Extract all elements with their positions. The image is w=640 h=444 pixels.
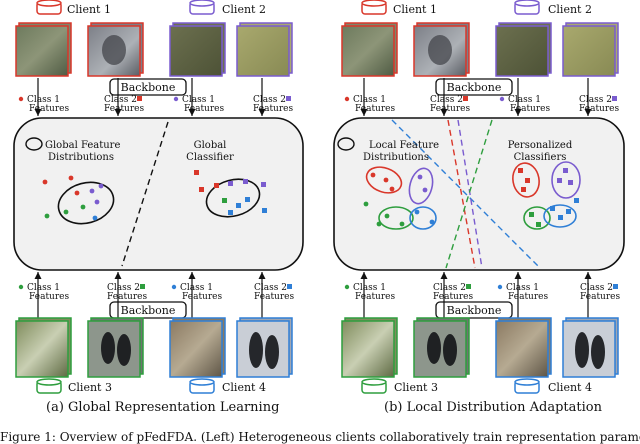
right-panel: Client 1 Client 2 Backbone Class 1 Featu…: [333, 0, 625, 394]
left-panel: Client 1 Client 2 Backbone C: [13, 0, 304, 394]
r-class1-bottom-l2: Features: [355, 292, 395, 302]
global-feature-points: [42, 175, 104, 221]
boundary-client2: [457, 119, 483, 269]
boundary-client4: [391, 119, 541, 269]
r-client1-db-icon: [361, 0, 387, 15]
class1-bottom-label-c4-l2: Features: [182, 292, 222, 302]
backbone-bottom-box: [109, 301, 187, 319]
global-classifier-boundary: [121, 121, 169, 267]
client4-db-icon: [189, 378, 215, 394]
r-client2-label: Client 2: [548, 3, 592, 16]
boundary-client1: [447, 119, 476, 269]
class1-top-label-l1: Class 1: [27, 95, 60, 105]
r-client3-label: Client 3: [394, 381, 438, 394]
personalized-classifier-clusters: [512, 161, 581, 230]
client4-image-stack: [169, 317, 293, 378]
class2-bottom-label-c4-l1: Class 2: [254, 283, 287, 293]
figure-caption: Figure 1: Overview of pFedFDA. (Left) He…: [0, 430, 640, 444]
r-class2-top-l2: Features: [430, 104, 470, 114]
backbone-top-label: Backbone: [121, 81, 176, 94]
r-region-left-l1: Local Feature: [369, 140, 439, 151]
class2-bottom-label-c4-l2: Features: [254, 292, 294, 302]
right-caption: (b) Local Distribution Adaptation: [384, 400, 602, 415]
class1-top-label-l2: Features: [29, 104, 69, 114]
r-region-right-l1: Personalized: [508, 140, 573, 151]
r-client4-image-stack: [495, 317, 619, 378]
class1-top-label-c2-l2: Features: [184, 104, 224, 114]
class2-top-label-c2-l2: Features: [253, 104, 293, 114]
client2-db-icon: [189, 0, 215, 15]
left-feature-region: [13, 117, 304, 271]
class1-top-label-c2-l1: Class 1: [182, 95, 215, 105]
region-right-l1: Global: [194, 140, 227, 151]
r-backbone-top-label: Backbone: [447, 81, 502, 94]
class2-bottom-label-l1: Class 2: [107, 283, 140, 293]
r-client3-image-stack: [341, 317, 470, 378]
backbone-top-box: [109, 78, 187, 96]
client4-label: Client 4: [222, 381, 266, 394]
backbone-bottom-label: Backbone: [121, 304, 176, 317]
right-feature-region: [333, 117, 625, 271]
r-class2-bottom-c4-l1: Class 2: [580, 283, 613, 293]
r-class2-top-c2-l2: Features: [579, 104, 619, 114]
client1-label: Client 1: [67, 3, 111, 16]
r-class1-top-l1: Class 1: [353, 95, 386, 105]
r-client4-db-icon: [514, 378, 540, 394]
r-class1-bottom-l1: Class 1: [353, 283, 386, 293]
class2-top-label-l2: Features: [104, 104, 144, 114]
r-class2-bottom-l1: Class 2: [433, 283, 466, 293]
client3-image-stack: [15, 317, 144, 378]
r-class1-top-c2-l1: Class 1: [508, 95, 541, 105]
client1-db-icon: [36, 0, 62, 15]
region-right-l2: Classifier: [186, 152, 234, 163]
class2-top-label-l1: Class 2: [104, 95, 137, 105]
region-left-l2: Distributions: [48, 152, 114, 163]
r-client4-label: Client 4: [548, 381, 592, 394]
r-client2-db-icon: [514, 0, 540, 15]
r-class1-top-c2-l2: Features: [510, 104, 550, 114]
r-client3-db-icon: [361, 378, 387, 394]
boundary-client3: [445, 119, 493, 269]
class2-bottom-label-l2: Features: [107, 292, 147, 302]
r-class1-bottom-c4-l2: Features: [508, 292, 548, 302]
class1-bottom-label-l2: Features: [29, 292, 69, 302]
client3-label: Client 3: [68, 381, 112, 394]
r-region-left-l2: Distributions: [363, 152, 429, 163]
class1-bottom-label-c4-l1: Class 1: [180, 283, 213, 293]
local-feature-clusters: [363, 166, 437, 230]
class2-top-label-c2-l1: Class 2: [253, 95, 286, 105]
r-class2-top-c2-l1: Class 2: [579, 95, 612, 105]
left-caption: (a) Global Representation Learning: [46, 400, 280, 415]
r-class2-bottom-l2: Features: [433, 292, 473, 302]
class1-bottom-label-l1: Class 1: [27, 283, 60, 293]
r-backbone-top-box: [435, 78, 513, 96]
r-backbone-bottom-label: Backbone: [447, 304, 502, 317]
client2-image-stack: [169, 22, 293, 77]
r-backbone-bottom-box: [435, 301, 513, 319]
client2-label: Client 2: [222, 3, 266, 16]
client1-image-stack: [15, 22, 144, 77]
r-class1-top-l2: Features: [355, 104, 395, 114]
client3-db-icon: [36, 378, 62, 394]
r-client1-label: Client 1: [393, 3, 437, 16]
region-left-l1: Global Feature: [45, 140, 120, 151]
r-class1-bottom-c4-l1: Class 1: [506, 283, 539, 293]
r-client2-image-stack: [495, 22, 619, 77]
r-class2-top-l1: Class 2: [430, 95, 463, 105]
r-class2-bottom-c4-l2: Features: [580, 292, 620, 302]
r-region-right-l2: Classifiers: [514, 152, 567, 163]
r-client1-image-stack: [341, 22, 470, 77]
global-classifier-points: [194, 170, 267, 215]
